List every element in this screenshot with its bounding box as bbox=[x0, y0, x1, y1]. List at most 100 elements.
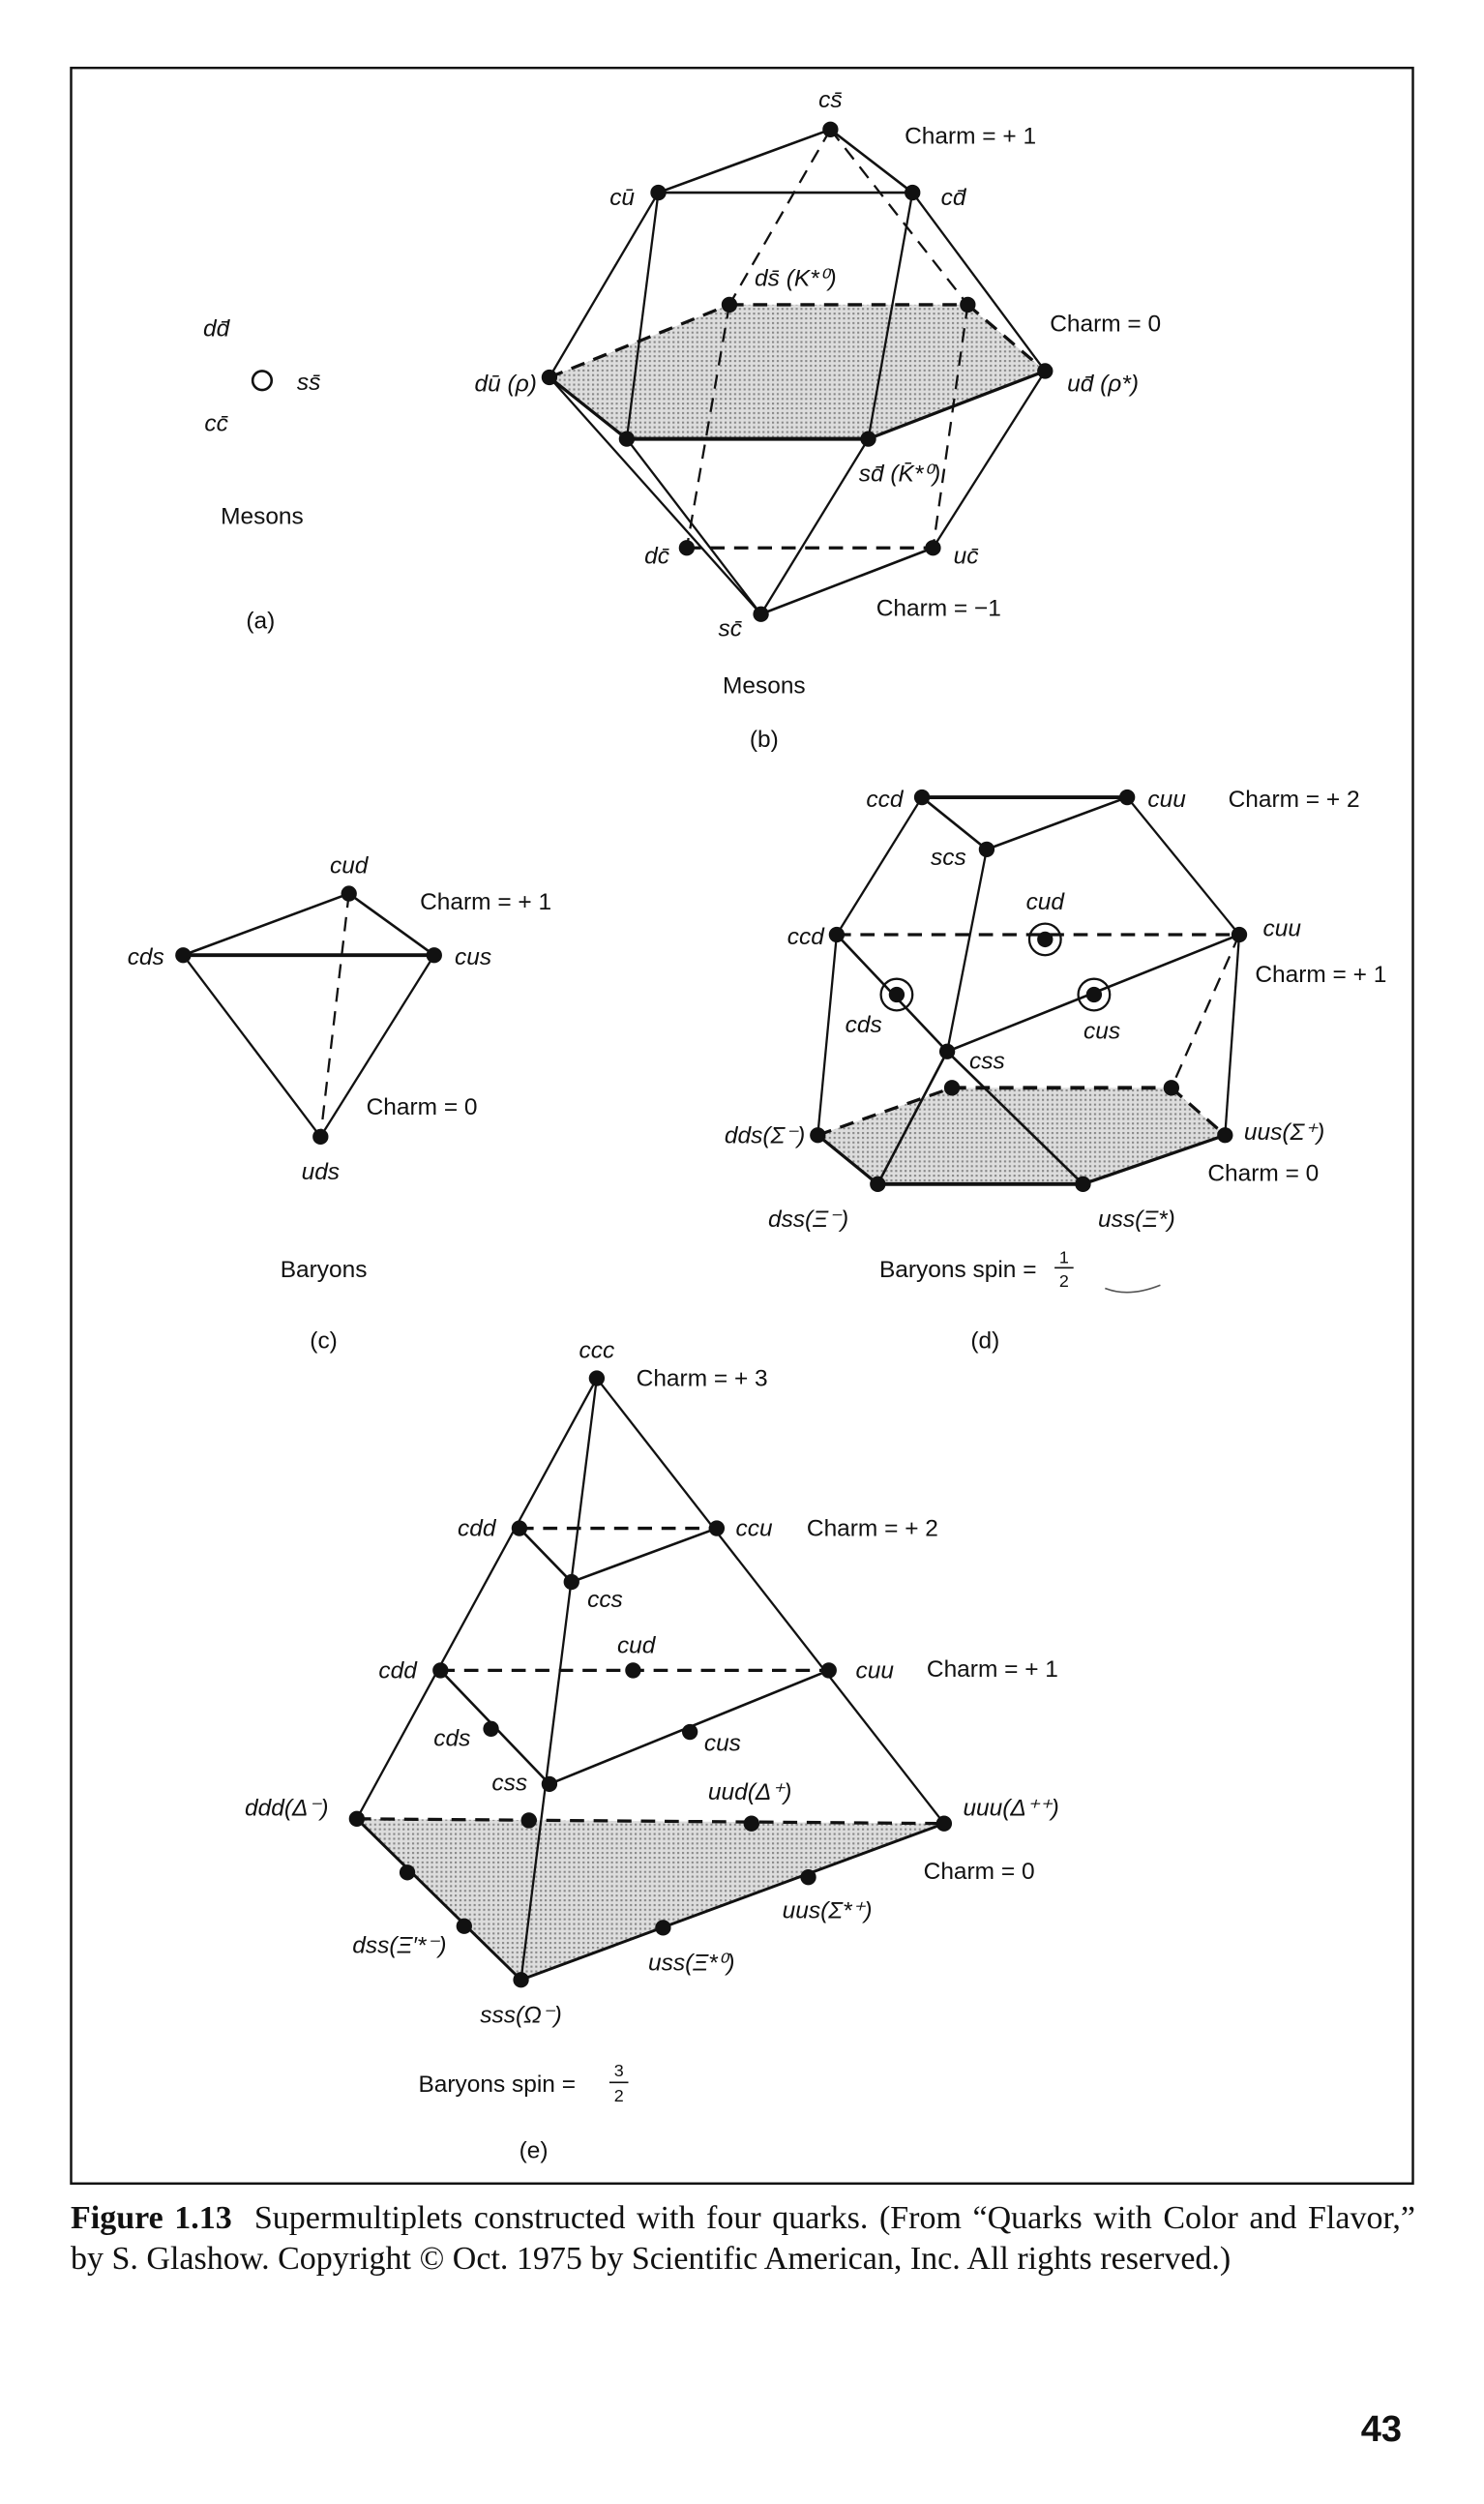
particle-node-c-cud bbox=[341, 885, 357, 902]
panel-c: cud Charm = + 1 cds cus Charm = 0 uds Ba… bbox=[128, 852, 551, 1354]
label-dds-sigma-minus: dds(Σ⁻) bbox=[725, 1122, 805, 1148]
edge bbox=[182, 892, 350, 957]
panel-e-title: Baryons spin = bbox=[418, 2072, 576, 2098]
label-sss-omega-minus: sss(Ω⁻) bbox=[480, 2002, 562, 2028]
caption-text: Supermultiplets constructed with four qu… bbox=[71, 2200, 1415, 2277]
particle-node-b-ds bbox=[721, 296, 738, 313]
particle-node-e-cuu bbox=[820, 1662, 837, 1679]
charm-zero-label: Charm = 0 bbox=[367, 1094, 478, 1120]
edge bbox=[932, 370, 1047, 549]
edge bbox=[549, 376, 762, 615]
particle-node-c-uds bbox=[312, 1128, 329, 1146]
label-cud: cud bbox=[617, 1632, 657, 1658]
edge bbox=[571, 1527, 718, 1584]
particle-node-b-ud bbox=[1037, 363, 1054, 379]
particle-node-d-cuut bbox=[1118, 789, 1136, 806]
label-cuu-mid: cuu bbox=[1262, 916, 1301, 942]
particle-node-e-css bbox=[541, 1775, 558, 1793]
particle-node-d-bl bbox=[943, 1080, 961, 1096]
particle-node-e-n1 bbox=[399, 1864, 416, 1881]
edge bbox=[595, 1377, 945, 1825]
spin-numerator: 1 bbox=[1059, 1247, 1069, 1267]
hidden-edge-dashed bbox=[549, 303, 730, 379]
edge bbox=[816, 1133, 879, 1186]
label-cud: cud bbox=[1026, 889, 1066, 915]
circled-node-ring bbox=[1077, 977, 1112, 1012]
edge bbox=[625, 437, 762, 615]
edge bbox=[518, 1527, 573, 1583]
label-cus: cus bbox=[455, 944, 491, 970]
label-du-rho: dū (ρ) bbox=[475, 372, 537, 398]
particle-node-d-cds bbox=[888, 986, 905, 1003]
label-ddd-delta-minus: ddd(Δ⁻) bbox=[245, 1796, 328, 1822]
pen-mark bbox=[1105, 1284, 1161, 1294]
particle-node-d-css bbox=[938, 1043, 956, 1059]
label-uud-delta-plus: uud(Δ⁺) bbox=[708, 1779, 791, 1805]
label-ccs: ccs bbox=[587, 1587, 623, 1613]
charm-plus3-label: Charm = + 3 bbox=[637, 1366, 768, 1392]
label-sd-k0bar: sd̄ (K̄*⁰) bbox=[859, 462, 941, 488]
label-cd: cd̄ bbox=[941, 185, 967, 211]
particle-node-b-sd bbox=[860, 431, 876, 447]
edge bbox=[876, 1051, 949, 1185]
panel-b: cs̄ Charm = + 1 cū cd̄ ds̄ (K*⁰) Charm … bbox=[475, 87, 1162, 753]
particle-node-b-cd bbox=[905, 184, 921, 201]
edge bbox=[182, 954, 322, 1138]
particle-node-b-dc bbox=[678, 540, 696, 556]
particle-node-d-dds bbox=[810, 1127, 826, 1144]
edge bbox=[986, 795, 1128, 851]
label-ss: ss̄ bbox=[297, 370, 320, 396]
particle-node-d-uss bbox=[1075, 1176, 1091, 1192]
singlet-open-circle bbox=[251, 370, 274, 392]
particle-node-d-br bbox=[1163, 1080, 1180, 1096]
particle-node-e-cddt bbox=[511, 1520, 528, 1536]
particle-node-e-cud bbox=[625, 1662, 641, 1679]
particle-node-b-br bbox=[960, 296, 976, 313]
label-dss-xi-minus: dss(Ξ⁻) bbox=[768, 1207, 848, 1233]
panel-b-tag: (b) bbox=[750, 727, 779, 753]
charm-zero-plane-shading bbox=[549, 304, 1046, 439]
particle-node-b-sc bbox=[753, 606, 769, 622]
edge bbox=[1082, 1133, 1226, 1186]
label-cs: cs̄ bbox=[818, 87, 842, 113]
label-css: css bbox=[969, 1049, 1005, 1075]
particle-node-b-du bbox=[541, 369, 558, 386]
edge bbox=[519, 1378, 599, 1981]
figure-caption: Figure 1.13 Supermultiplets constructed … bbox=[71, 2198, 1415, 2280]
panel-a: dd̄ ss̄ cc̄ Mesons (a) bbox=[203, 316, 320, 635]
particle-node-b-uc bbox=[925, 540, 941, 556]
charm-plus2-label: Charm = + 2 bbox=[807, 1516, 938, 1542]
label-uds: uds bbox=[302, 1159, 340, 1185]
label-cc: cc̄ bbox=[204, 410, 228, 436]
charm-zero-plane-shading bbox=[817, 1088, 1226, 1184]
edge bbox=[658, 128, 831, 194]
panel-d: ccd cuu Charm = + 2 scs cud ccd cuu Char… bbox=[725, 787, 1386, 1355]
edge bbox=[355, 1377, 598, 1820]
label-uus-sigma-star-plus: uus(Σ*⁺) bbox=[783, 1898, 873, 1924]
particle-node-e-ccc bbox=[588, 1370, 606, 1386]
label-ds-k0: ds̄ (K*⁰) bbox=[755, 265, 837, 291]
particle-node-e-back bbox=[520, 1812, 537, 1829]
label-uss-xi-star-zero: uss(Ξ*⁰) bbox=[648, 1950, 735, 1976]
edge bbox=[760, 547, 934, 615]
spin-denominator: 2 bbox=[1059, 1271, 1069, 1291]
particle-node-e-ccs bbox=[563, 1573, 579, 1591]
label-cu: cū bbox=[609, 185, 635, 211]
label-cds: cds bbox=[846, 1012, 882, 1038]
charm-minus1-label: Charm = −1 bbox=[876, 595, 1001, 621]
label-ccd-mid: ccd bbox=[787, 924, 825, 950]
hidden-edge-dashed bbox=[685, 304, 731, 549]
particle-node-e-uuu bbox=[935, 1815, 953, 1832]
particle-node-e-ccu bbox=[708, 1520, 726, 1536]
label-uuu-delta-plusplus: uuu(Δ⁺⁺) bbox=[963, 1796, 1058, 1822]
particle-node-b-cu bbox=[650, 184, 667, 201]
edge bbox=[829, 128, 914, 194]
panel-e-tag: (e) bbox=[519, 2138, 549, 2164]
circled-node-ring bbox=[879, 977, 914, 1012]
label-dss-xi-star-minus: dss(Ξ′*⁻) bbox=[352, 1933, 446, 1959]
label-ccd-top: ccd bbox=[866, 787, 904, 813]
edge bbox=[946, 849, 989, 1052]
figure-border bbox=[70, 66, 1414, 2185]
edge bbox=[625, 192, 660, 439]
